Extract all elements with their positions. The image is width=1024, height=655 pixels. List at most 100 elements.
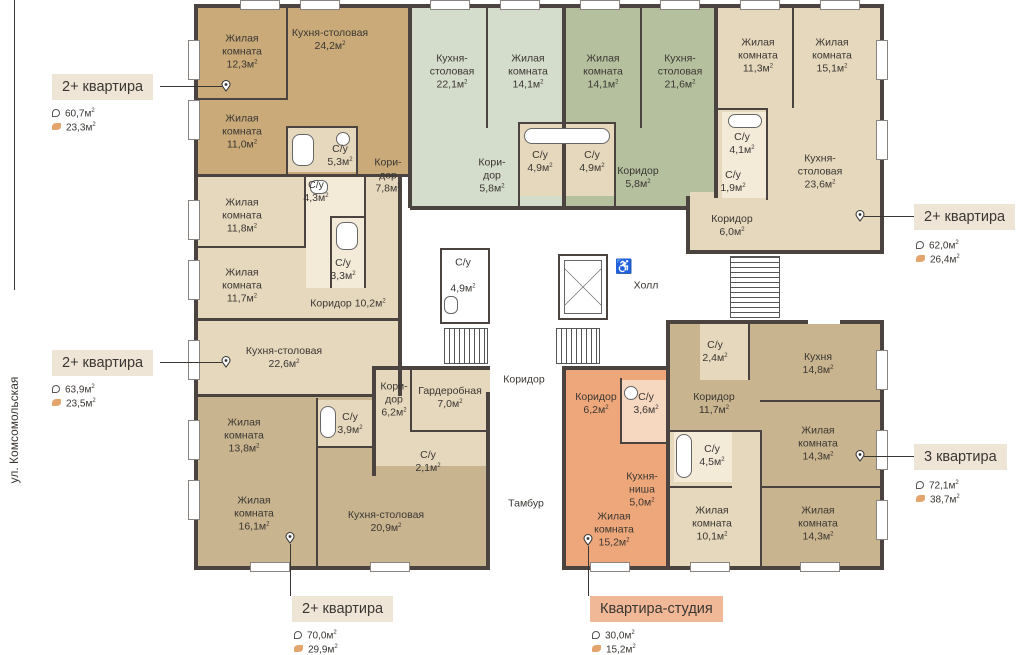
stairs-left bbox=[444, 328, 488, 364]
apt-a-total: 60,7м2 bbox=[52, 104, 95, 121]
apt-s-leader bbox=[588, 546, 589, 596]
room-label: Тамбур bbox=[508, 497, 544, 510]
stairs-center bbox=[556, 328, 600, 364]
total-area-icon bbox=[916, 481, 924, 490]
wall-studio-top bbox=[562, 366, 670, 370]
location-pin-icon bbox=[583, 534, 593, 546]
apt-d-leader bbox=[864, 216, 914, 217]
wall-bc-bottom bbox=[410, 206, 690, 210]
apt-s-total: 30,0м2 bbox=[592, 626, 635, 643]
stairs-right bbox=[730, 256, 780, 318]
apt-e-title[interactable]: 2+ квартира bbox=[52, 350, 154, 376]
street-line bbox=[14, 0, 15, 290]
apt-g-title[interactable]: 3 квартира bbox=[914, 444, 1007, 470]
wall-b-c bbox=[562, 8, 566, 208]
living-area-icon bbox=[916, 495, 925, 503]
wall-studio-left bbox=[562, 368, 566, 570]
apt-e-living: 23,5м2 bbox=[52, 394, 96, 411]
wall-a-e bbox=[196, 174, 410, 177]
wall-f-top bbox=[372, 366, 490, 370]
location-pin-icon bbox=[221, 356, 231, 368]
living-area-icon bbox=[592, 645, 601, 653]
living-area-icon bbox=[294, 645, 303, 653]
wall-g-top2 bbox=[668, 320, 808, 324]
apt-f-living: 29,9м2 bbox=[294, 640, 338, 655]
wall-f-inner bbox=[372, 366, 376, 476]
apt-d-extension bbox=[690, 192, 720, 250]
total-area-icon bbox=[294, 631, 302, 640]
location-pin-icon bbox=[285, 532, 295, 544]
wall-d-left bbox=[686, 196, 690, 254]
living-area-icon bbox=[916, 255, 925, 263]
wall-e-right bbox=[398, 176, 402, 396]
apt-a-title[interactable]: 2+ квартира bbox=[52, 74, 154, 100]
apt-f-leader bbox=[290, 544, 291, 596]
apt-d-total: 62,0м2 bbox=[916, 236, 959, 253]
wall-d-bottom bbox=[686, 250, 884, 254]
total-area-icon bbox=[52, 385, 60, 394]
apt-e-total: 63,9м2 bbox=[52, 380, 95, 397]
location-pin-icon bbox=[855, 210, 865, 222]
wall-g-top bbox=[840, 320, 884, 324]
apt-d-title[interactable]: 2+ квартира bbox=[914, 204, 1016, 230]
apt-g-su bbox=[700, 324, 748, 380]
street-label: ул. Комсомольская bbox=[7, 376, 21, 484]
total-area-icon bbox=[52, 109, 60, 118]
room-label: Коридор 10,2м2 bbox=[310, 297, 386, 310]
wall-e-kuh bbox=[196, 318, 402, 321]
apt-f-title[interactable]: 2+ квартира bbox=[292, 596, 394, 622]
accessibility-icon: ♿ bbox=[615, 258, 633, 274]
apt-e-leader bbox=[160, 362, 222, 363]
apt-g-leader bbox=[864, 456, 914, 457]
total-area-icon bbox=[916, 241, 924, 250]
apt-g-living: 38,7м2 bbox=[916, 490, 960, 507]
apt-d-living: 26,4м2 bbox=[916, 250, 960, 267]
living-area-icon bbox=[52, 399, 61, 407]
wall-c-d bbox=[714, 8, 718, 198]
apt-s-title[interactable]: Квартира-студия bbox=[590, 596, 723, 622]
apt-e[interactable] bbox=[198, 176, 402, 396]
apt-s-living: 15,2м2 bbox=[592, 640, 636, 655]
apt-a-leader bbox=[160, 86, 222, 87]
room-label: Холл bbox=[633, 279, 659, 292]
apt-a-living: 23,3м2 bbox=[52, 118, 96, 135]
wall-bottom-left bbox=[194, 566, 490, 570]
location-pin-icon bbox=[221, 80, 231, 92]
wall-e-f bbox=[196, 394, 376, 397]
